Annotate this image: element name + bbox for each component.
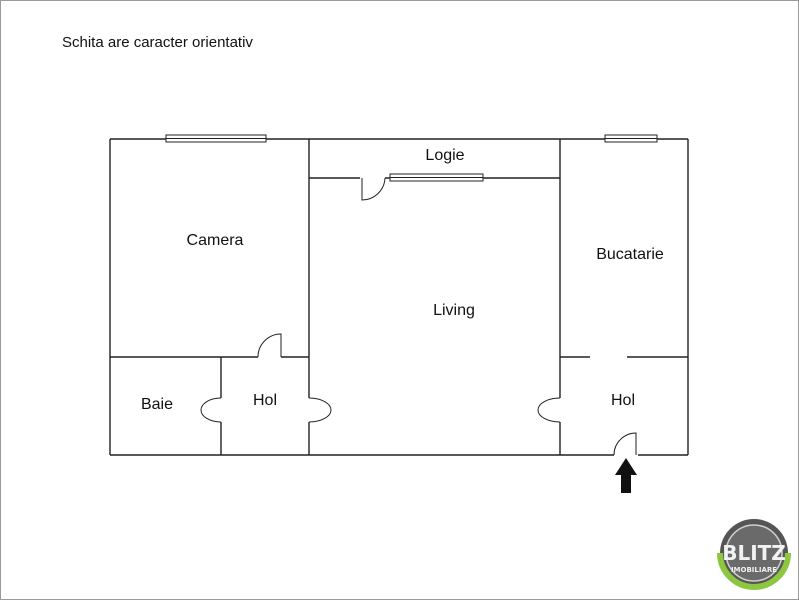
logo-subtitle: IMOBILIARE: [731, 566, 777, 574]
room-label-camera: Camera: [187, 232, 244, 249]
room-label-bucatarie: Bucatarie: [596, 246, 664, 263]
doors: [200, 177, 637, 456]
disclaimer-note: Schita are caracter orientativ: [62, 34, 253, 51]
room-label-baie: Baie: [141, 396, 173, 413]
logo-name: BLITZ: [722, 541, 786, 565]
room-label-hol-left: Hol: [253, 392, 277, 409]
blitz-logo: BLITZ IMOBILIARE: [717, 519, 791, 590]
outer-walls: [109, 138, 689, 456]
arrow-up-icon: [615, 458, 637, 493]
room-label-hol-right: Hol: [611, 392, 635, 409]
interior-walls: [110, 139, 688, 455]
room-label-logie: Logie: [425, 147, 464, 164]
windows: [165, 134, 658, 182]
room-label-living: Living: [433, 302, 475, 319]
